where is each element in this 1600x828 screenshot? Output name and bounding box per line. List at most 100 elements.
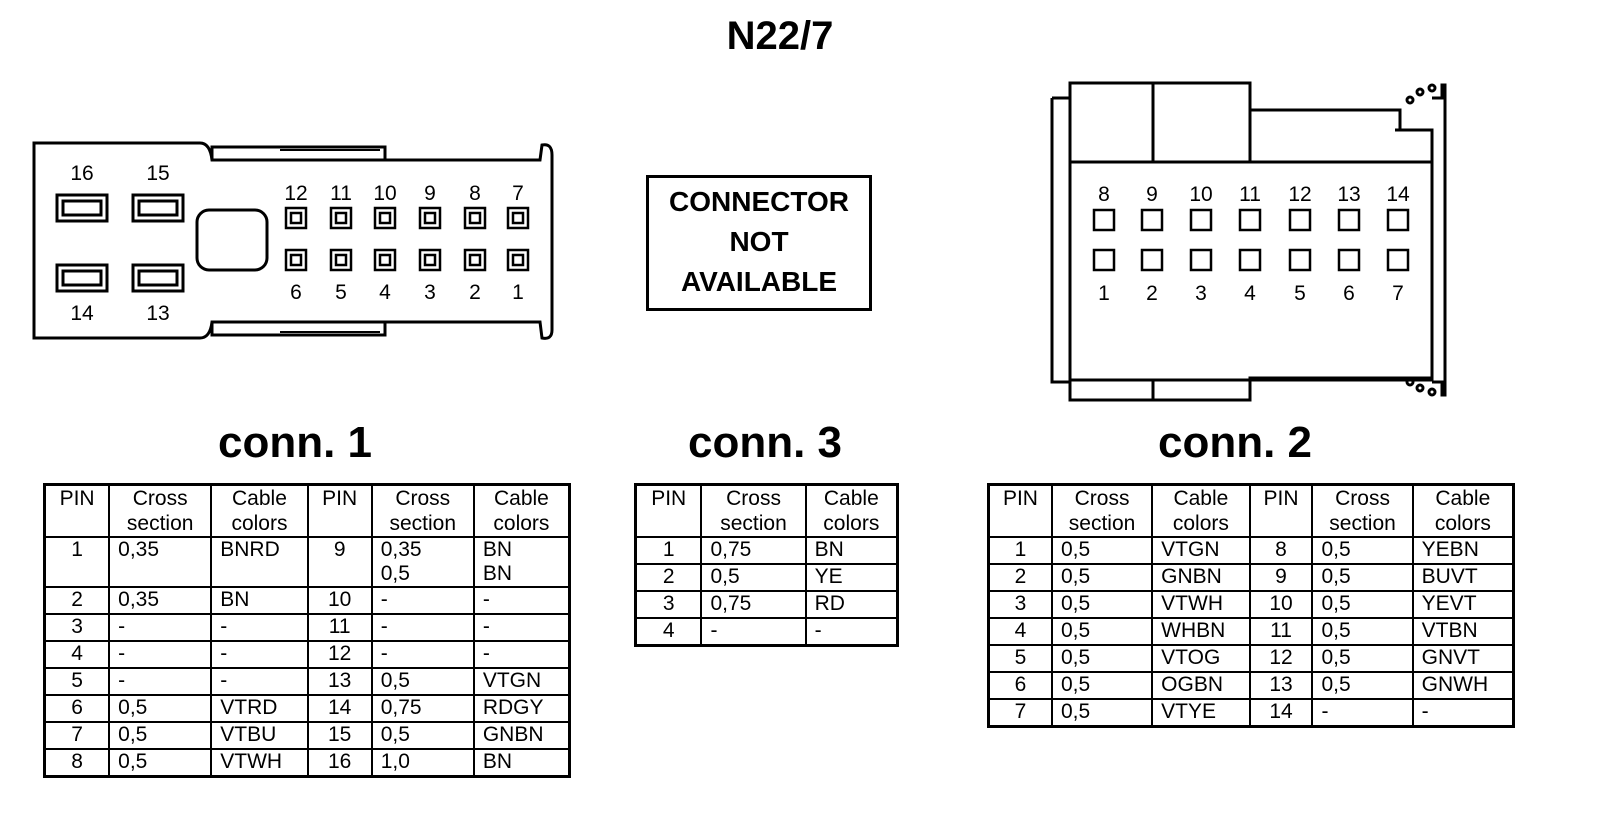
- pin-number: 7: [987, 698, 1053, 728]
- cross-section-value: -: [370, 586, 475, 615]
- cable-color-value: VTBU: [210, 721, 309, 750]
- small-pin-cavity-inner: [289, 253, 303, 267]
- cross-section-value: 0,5: [1311, 563, 1414, 592]
- pin-cavity: [1092, 208, 1116, 232]
- cable-color-value: WHBN: [1151, 617, 1251, 646]
- small-pin-cavity: [373, 206, 397, 230]
- cable-color-value: BUVT: [1411, 563, 1515, 592]
- small-pin-cavity-inner: [423, 211, 437, 225]
- col-pin: PIN: [43, 483, 111, 538]
- pin-label: 4: [1244, 282, 1256, 305]
- table-row: 4--12--: [43, 640, 571, 669]
- pin-cavity: [1238, 248, 1262, 272]
- cable-color-value: VTRD: [210, 694, 309, 723]
- pin-label: 1: [1098, 282, 1110, 305]
- pin-label: 14: [1386, 183, 1410, 206]
- pin-number: 15: [306, 721, 373, 750]
- small-pin-cavity: [284, 206, 308, 230]
- cable-color-value: VTWH: [1151, 590, 1251, 619]
- small-pin-cavity-inner: [468, 211, 482, 225]
- pin-number: 1: [987, 536, 1053, 565]
- pin-number: 3: [987, 590, 1053, 619]
- cable-color-value: OGBN: [1151, 671, 1251, 700]
- col-pin: PIN: [306, 483, 373, 538]
- pin-label: 8: [1098, 183, 1110, 206]
- cross-section-value: 0,5: [1050, 563, 1154, 592]
- pin-number: 4: [987, 617, 1053, 646]
- cable-color-value: RDGY: [472, 694, 571, 723]
- small-pin-cavity-inner: [378, 211, 392, 225]
- cross-section-value: -: [108, 613, 213, 642]
- pin-label: 3: [424, 281, 436, 304]
- pin-label: 15: [146, 162, 169, 185]
- table-row: 4--: [634, 617, 899, 647]
- cross-section-value: 0,5: [1050, 698, 1154, 728]
- pin-cavity: [1288, 248, 1312, 272]
- pin-number: 3: [634, 590, 703, 619]
- pin-number: 11: [306, 613, 373, 642]
- pin-cavity: [1140, 248, 1164, 272]
- cross-section-value: 0,5: [1050, 617, 1154, 646]
- pin-number: 1: [43, 536, 111, 588]
- connector-not-available-box: CONNECTOR NOT AVAILABLE: [646, 175, 872, 311]
- pin-label: 7: [512, 182, 524, 205]
- cable-color-value: BNRD: [210, 536, 309, 588]
- pin-number: 10: [1248, 590, 1314, 619]
- cable-color-value: VTOG: [1151, 644, 1251, 673]
- cross-section-value: 0,75: [700, 590, 807, 619]
- cable-color-value: VTBN: [1411, 617, 1515, 646]
- small-pin-cavity: [463, 206, 487, 230]
- large-pin-cavity-inner: [61, 269, 103, 287]
- cable-color-value: GNBN: [472, 721, 571, 750]
- cross-section-value: -: [108, 640, 213, 669]
- pin-label: 8: [469, 182, 481, 205]
- pin-label: 11: [1239, 183, 1261, 206]
- cable-color-value: GNWH: [1411, 671, 1515, 700]
- conn1-label: conn. 1: [217, 418, 373, 467]
- pin-number: 11: [1248, 617, 1314, 646]
- small-pin-cavity: [463, 248, 487, 272]
- cross-section-value: -: [108, 667, 213, 696]
- pin-cavity: [1092, 248, 1116, 272]
- small-pin-cavity: [418, 206, 442, 230]
- na-line-3: AVAILABLE: [680, 266, 838, 297]
- pin-number: 14: [306, 694, 373, 723]
- small-pin-cavity: [506, 206, 530, 230]
- large-pin-cavity: [131, 263, 185, 293]
- pin-label: 6: [290, 281, 302, 304]
- pin-number: 16: [306, 748, 373, 778]
- cable-color-value: -: [1411, 698, 1515, 728]
- pin-label: 9: [424, 182, 436, 205]
- pin-number: 5: [43, 667, 111, 696]
- pin-label: 4: [379, 281, 391, 304]
- cross-section-value: -: [370, 640, 475, 669]
- large-pin-cavity: [131, 193, 185, 223]
- pin-cavity: [1238, 208, 1262, 232]
- cable-color-value: GNVT: [1411, 644, 1515, 673]
- large-pin-cavity: [55, 193, 109, 223]
- pin-number: 12: [1248, 644, 1314, 673]
- cable-color-value: GNBN: [1151, 563, 1251, 592]
- cable-color-value: YEVT: [1411, 590, 1515, 619]
- pin-label: 10: [1189, 183, 1212, 206]
- table-row: 3--11--: [43, 613, 571, 642]
- pin-number: 9: [306, 536, 373, 588]
